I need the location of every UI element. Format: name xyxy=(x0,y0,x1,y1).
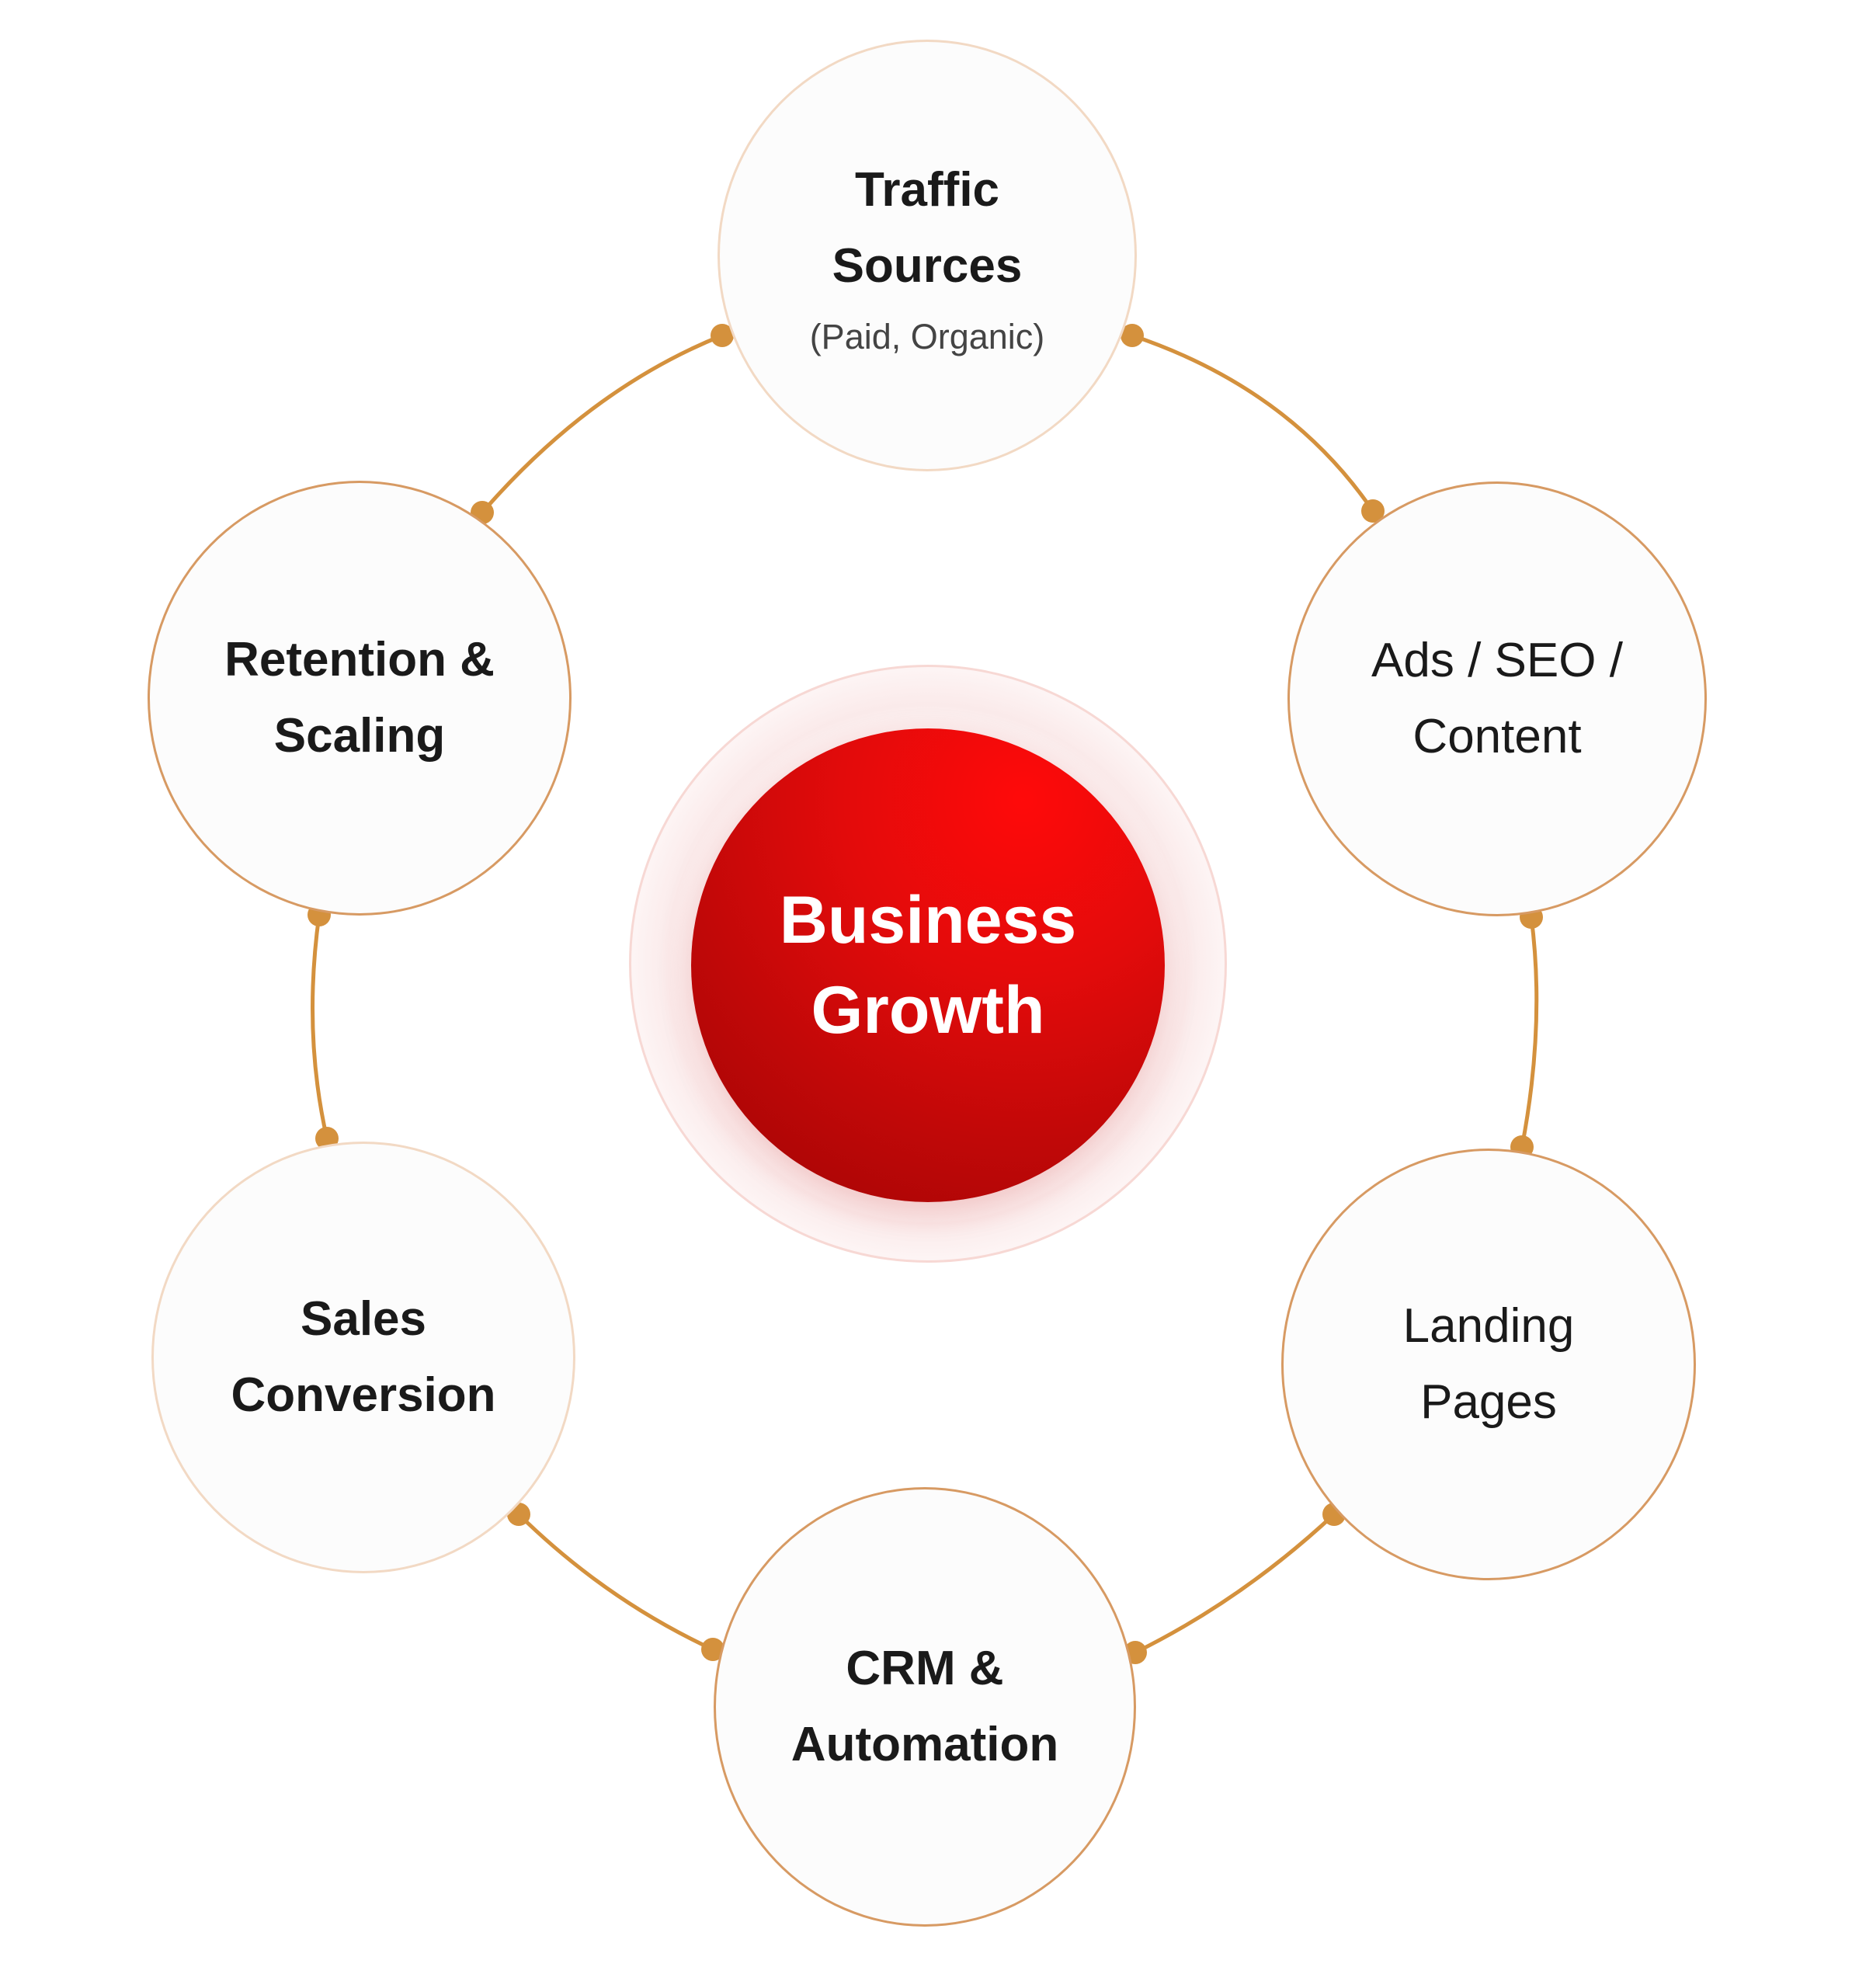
node-title-line1: Retention & xyxy=(224,633,495,686)
center-label-line1: Business xyxy=(779,883,1077,958)
node-title-line1: Sales xyxy=(300,1292,427,1346)
node-title-line1: Landing xyxy=(1402,1299,1575,1353)
node-landing-pages: Landing Pages xyxy=(1281,1149,1696,1580)
center-business-growth: Business Growth xyxy=(691,728,1165,1202)
connector-sales-to-retention xyxy=(311,912,329,1141)
node-sales-conversion: Sales Conversion xyxy=(151,1142,575,1573)
connector-retention-to-traffic xyxy=(480,333,724,515)
connector-dot xyxy=(1121,324,1144,347)
connector-dot xyxy=(1361,499,1385,523)
connector-landing-to-crm xyxy=(1133,1512,1336,1655)
center-label-line2: Growth xyxy=(811,973,1045,1048)
node-title-line1: Traffic xyxy=(854,163,1000,217)
node-crm-automation: CRM & Automation xyxy=(714,1487,1136,1927)
connector-crm-to-sales xyxy=(516,1512,715,1652)
node-title-line2: Automation xyxy=(790,1718,1059,1771)
node-title-line2: Sources xyxy=(832,239,1023,293)
node-title-line2: Scaling xyxy=(273,709,446,763)
connector-ads-to-landing xyxy=(1520,915,1539,1149)
node-traffic-sources: Traffic Sources (Paid, Organic) xyxy=(718,40,1137,471)
node-title-line2: Pages xyxy=(1420,1375,1557,1429)
node-title-line1: Ads / SEO / xyxy=(1371,634,1623,687)
node-title-line2: Content xyxy=(1412,710,1582,763)
node-subtitle: (Paid, Organic) xyxy=(809,317,1045,356)
node-ads-seo-content: Ads / SEO / Content xyxy=(1287,481,1707,916)
node-retention-scaling: Retention & Scaling xyxy=(148,481,572,916)
node-title-line2: Conversion xyxy=(231,1368,496,1422)
connector-traffic-to-ads xyxy=(1130,333,1375,513)
connector-dot xyxy=(711,324,734,347)
node-title-line1: CRM & xyxy=(846,1642,1004,1695)
